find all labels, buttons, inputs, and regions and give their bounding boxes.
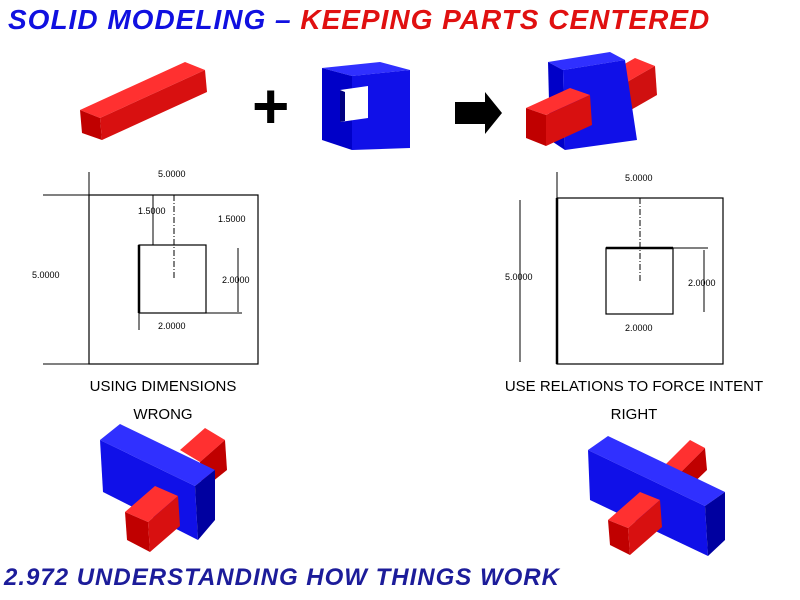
left-caption: USING DIMENSIONS bbox=[89, 378, 237, 395]
right-result-model bbox=[588, 436, 725, 556]
right-caption: USE RELATIONS TO FORCE INTENT bbox=[504, 378, 764, 395]
right-verdict: RIGHT bbox=[610, 406, 658, 423]
wrong-result-model bbox=[100, 424, 227, 552]
title-part1: SOLID MODELING – bbox=[8, 4, 301, 35]
right-sketch bbox=[519, 172, 724, 365]
left-verdict: WRONG bbox=[133, 406, 193, 423]
dim-right-offset: 1.5000 bbox=[218, 214, 246, 224]
dim-inner-width: 2.0000 bbox=[625, 323, 653, 333]
red-bar-part bbox=[80, 62, 207, 140]
title-part2: KEEPING PARTS CENTERED bbox=[300, 4, 711, 35]
blue-block-part bbox=[322, 62, 410, 150]
right-sketch-dims: 5.0000 5.0000 2.0000 2.0000 bbox=[505, 173, 716, 333]
dim-top-offset: 1.5000 bbox=[138, 206, 166, 216]
left-sketch bbox=[43, 172, 259, 365]
left-sketch-dims: 5.0000 5.0000 1.5000 1.5000 2.0000 2.000… bbox=[32, 169, 250, 331]
dim-inner-height: 2.0000 bbox=[688, 278, 716, 288]
slide-title: SOLID MODELING – KEEPING PARTS CENTERED bbox=[8, 4, 710, 36]
dim-outer-height: 5.0000 bbox=[32, 270, 60, 280]
plus-sign: + bbox=[252, 70, 289, 142]
dim-inner-height: 2.0000 bbox=[222, 275, 250, 285]
dim-inner-width: 2.0000 bbox=[158, 321, 186, 331]
dim-outer-height: 5.0000 bbox=[505, 272, 533, 282]
arrow-icon bbox=[455, 92, 502, 134]
dim-outer-width: 5.0000 bbox=[158, 169, 186, 179]
footer-course-title: 2.972 UNDERSTANDING HOW THINGS WORK bbox=[4, 564, 560, 591]
assembled-part bbox=[526, 52, 657, 150]
dim-outer-width: 5.0000 bbox=[625, 173, 653, 183]
